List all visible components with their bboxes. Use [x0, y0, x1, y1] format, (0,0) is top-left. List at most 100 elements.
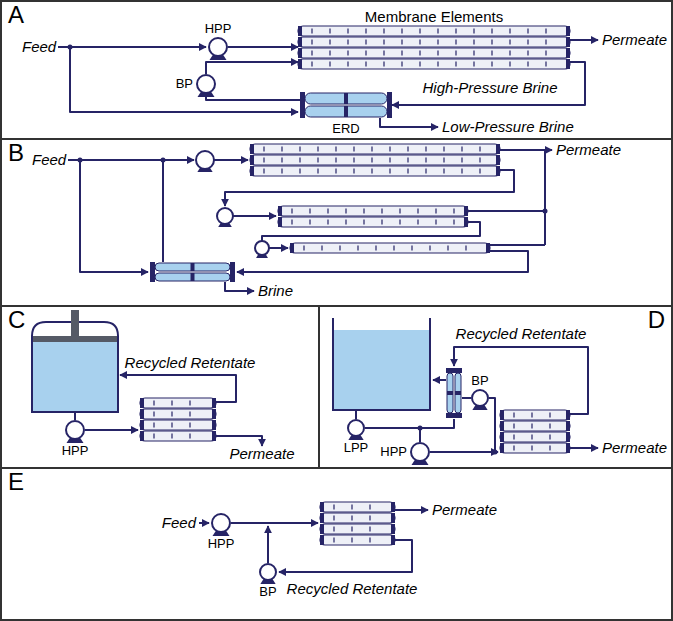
equipment-part: [446, 413, 462, 418]
membrane-segment: [311, 40, 312, 45]
membrane-segment: [281, 158, 282, 163]
panel-letter: C: [8, 307, 25, 333]
membrane-segment: [393, 246, 394, 251]
equipment-part: [140, 420, 216, 430]
membrane-tubes: [140, 398, 216, 441]
equipment-part: [486, 243, 490, 253]
equipment-part: [298, 26, 570, 36]
equipment-part: [320, 502, 324, 512]
stream-label: High-Pressure Brine: [422, 80, 557, 97]
pump-symbol: HPP: [208, 37, 228, 57]
membrane-segment: [531, 413, 532, 418]
membrane-segment: [333, 527, 334, 532]
equipment-part: [250, 144, 500, 154]
membrane-segment: [389, 158, 390, 163]
membrane-segment: [353, 169, 354, 174]
membrane-segment: [545, 51, 546, 56]
membrane-segment: [429, 246, 430, 251]
membrane-segment: [513, 413, 514, 418]
equipment-part: [500, 443, 504, 453]
membrane-segment: [437, 62, 438, 67]
flow-line: [80, 160, 148, 272]
membrane-segment: [437, 51, 438, 56]
flow-line: [468, 210, 545, 212]
membrane-segment: [447, 246, 448, 251]
membrane-segment: [309, 209, 310, 214]
membrane-segment: [383, 51, 384, 56]
membrane-segment: [453, 209, 454, 214]
equipment-part: [500, 421, 570, 431]
equipment-part: [320, 502, 395, 512]
energy-recovery-device: ERD: [300, 92, 392, 118]
equipment-part: [500, 410, 570, 420]
membrane-segment: [401, 29, 402, 34]
membrane-segment: [461, 169, 462, 174]
pump-symbol: BP: [196, 74, 216, 94]
flow-line: [462, 397, 471, 399]
equipment-part: [447, 391, 453, 395]
membrane-segment: [351, 527, 352, 532]
flow-line: [333, 318, 430, 410]
membrane-segment: [455, 51, 456, 56]
membrane-segment: [345, 209, 346, 214]
pump-symbol: [196, 151, 214, 169]
equipment-part: [455, 373, 461, 413]
equipment-part: [447, 373, 453, 413]
membrane-segment: [381, 209, 382, 214]
membrane-segment: [509, 51, 510, 56]
membrane-segment: [407, 158, 408, 163]
membrane-segment: [531, 446, 532, 451]
membrane-segment: [171, 423, 172, 428]
equipment-part: [140, 420, 144, 430]
flow-line: [380, 118, 438, 127]
membrane-segment: [329, 40, 330, 45]
panel-letter: A: [8, 2, 24, 28]
membrane-segment: [545, 40, 546, 45]
membrane-segment: [357, 246, 358, 251]
equipment-part: [446, 368, 462, 373]
membrane-segment: [389, 147, 390, 152]
membrane-segment: [509, 40, 510, 45]
equipment-part: [566, 410, 570, 420]
membrane-segment: [321, 246, 322, 251]
flow-line: [58, 46, 206, 48]
membrane-segment: [371, 169, 372, 174]
membrane-segment: [455, 29, 456, 34]
equipment-part: [496, 155, 500, 165]
membrane-segment: [473, 40, 474, 45]
equipment-part: [344, 93, 348, 104]
membrane-segment: [465, 246, 466, 251]
stream-label: Feed: [162, 515, 196, 532]
equipment-part: [566, 443, 570, 453]
equipment-part: [464, 206, 468, 216]
equipment-part: [278, 206, 468, 216]
membrane-segment: [401, 40, 402, 45]
membrane-segment: [365, 29, 366, 34]
membrane-segment: [171, 434, 172, 439]
membrane-segment: [335, 147, 336, 152]
membrane-segment: [401, 62, 402, 67]
stream-label: Feed: [32, 152, 66, 169]
equipment-part: [298, 59, 302, 69]
membrane-tubes: [278, 206, 468, 227]
membrane-segment: [281, 169, 282, 174]
stream-label: Recycled Retentate: [287, 581, 418, 598]
equipment-part: [298, 37, 570, 47]
flow-line: [68, 159, 194, 161]
membrane-segment: [491, 51, 492, 56]
membrane-segment: [453, 220, 454, 225]
equipment-part: [344, 106, 348, 117]
stream-label: Permeate: [432, 502, 497, 519]
flow-line: [231, 522, 318, 524]
membrane-segment: [401, 51, 402, 56]
membrane-segment: [383, 62, 384, 67]
membrane-segment: [335, 158, 336, 163]
component-label: HPP: [380, 445, 407, 459]
membrane-segment: [263, 158, 264, 163]
membrane-segment: [329, 29, 330, 34]
membrane-segment: [419, 62, 420, 67]
stream-label: Recycled Retentate: [456, 326, 587, 343]
flow-line: [430, 451, 498, 453]
membrane-segment: [369, 505, 370, 510]
membrane-segment: [311, 51, 312, 56]
